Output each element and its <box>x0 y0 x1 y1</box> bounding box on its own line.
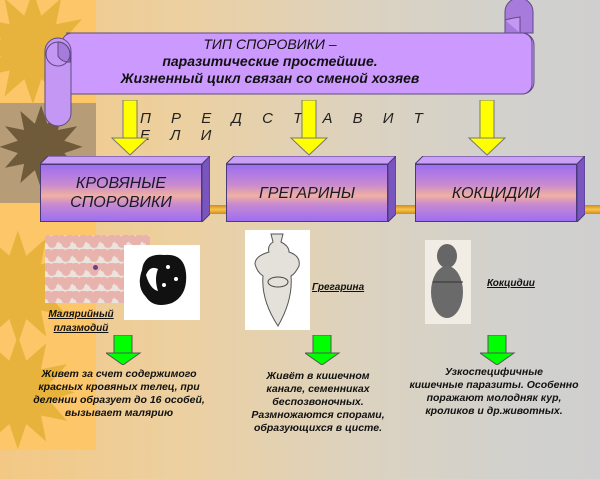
desc-line: Живёт в кишечном <box>266 370 370 382</box>
scroll-subtitle: паразитические простейшие. <box>162 53 378 69</box>
desc-line: беспозвоночных. <box>272 396 364 408</box>
yellow-arrow-down-icon <box>289 100 329 156</box>
desc-line: кроликов и др.животных. <box>425 405 563 417</box>
desc-line: Живет за счет содержимого <box>41 368 197 380</box>
coccidia-description: Узкоспецифичные кишечные паразиты. Особе… <box>397 366 591 418</box>
desc-line: Узкоспецифичные <box>444 366 544 378</box>
group-title: КОКЦИДИИ <box>451 184 541 202</box>
plasmodium-caption: Малярийный плазмодий <box>40 308 122 336</box>
gregarine-caption: Грегарина <box>312 282 365 293</box>
yellow-arrow-down-icon <box>110 100 150 156</box>
scroll-title: ТИП СПОРОВИКИ – <box>203 36 337 52</box>
caption-line2: плазмодий <box>53 323 109 334</box>
green-arrow-down-icon <box>305 335 341 365</box>
desc-line: вызывает малярию <box>64 407 174 419</box>
coccidia-image <box>425 240 471 324</box>
yellow-arrow-down-icon <box>467 100 507 156</box>
group-box-blood-sporozoans: КРОВЯНЫЕ СПОРОВИКИ <box>40 156 210 222</box>
desc-line: делении образует до 16 особей, <box>33 394 205 406</box>
desc-line: поражают молодняк кур, <box>426 392 562 404</box>
desc-line: образующихся в цисте. <box>253 422 383 434</box>
group-box-coccidia: КОКЦИДИИ <box>415 156 585 222</box>
group-title-line2: СПОРОВИКИ <box>70 194 172 211</box>
gregarine-image <box>245 230 310 330</box>
group-box-gregarines: ГРЕГАРИНЫ <box>226 156 396 222</box>
desc-line: кишечные паразиты. Особенно <box>409 379 579 391</box>
coccidia-caption: Кокцидии <box>487 278 535 289</box>
desc-line: Размножаются спорами, <box>251 409 385 421</box>
desc-line: канале, семенниках <box>266 383 370 395</box>
desc-line: красных кровяных телец, при <box>38 381 200 393</box>
plasmodium-image <box>124 245 200 320</box>
representatives-label: П Р Е Д С Т А В И Т Е Л И <box>140 110 431 144</box>
sun-icon: ✹ <box>0 311 81 479</box>
green-arrow-down-icon <box>480 335 516 365</box>
green-arrow-down-icon <box>106 335 142 365</box>
group-title: ГРЕГАРИНЫ <box>258 184 356 202</box>
gregarines-description: Живёт в кишечном канале, семенниках бесп… <box>232 370 404 435</box>
blood-sporozoans-description: Живет за счет содержимого красных кровян… <box>10 368 228 420</box>
group-title-line1: КРОВЯНЫЕ <box>75 175 167 192</box>
scroll-banner <box>44 0 535 127</box>
scroll-text: ТИП СПОРОВИКИ – паразитические простейши… <box>60 36 480 86</box>
caption-line1: Малярийный <box>48 309 114 320</box>
scroll-lifecycle: Жизненный цикл связан со сменой хозяев <box>120 70 420 86</box>
